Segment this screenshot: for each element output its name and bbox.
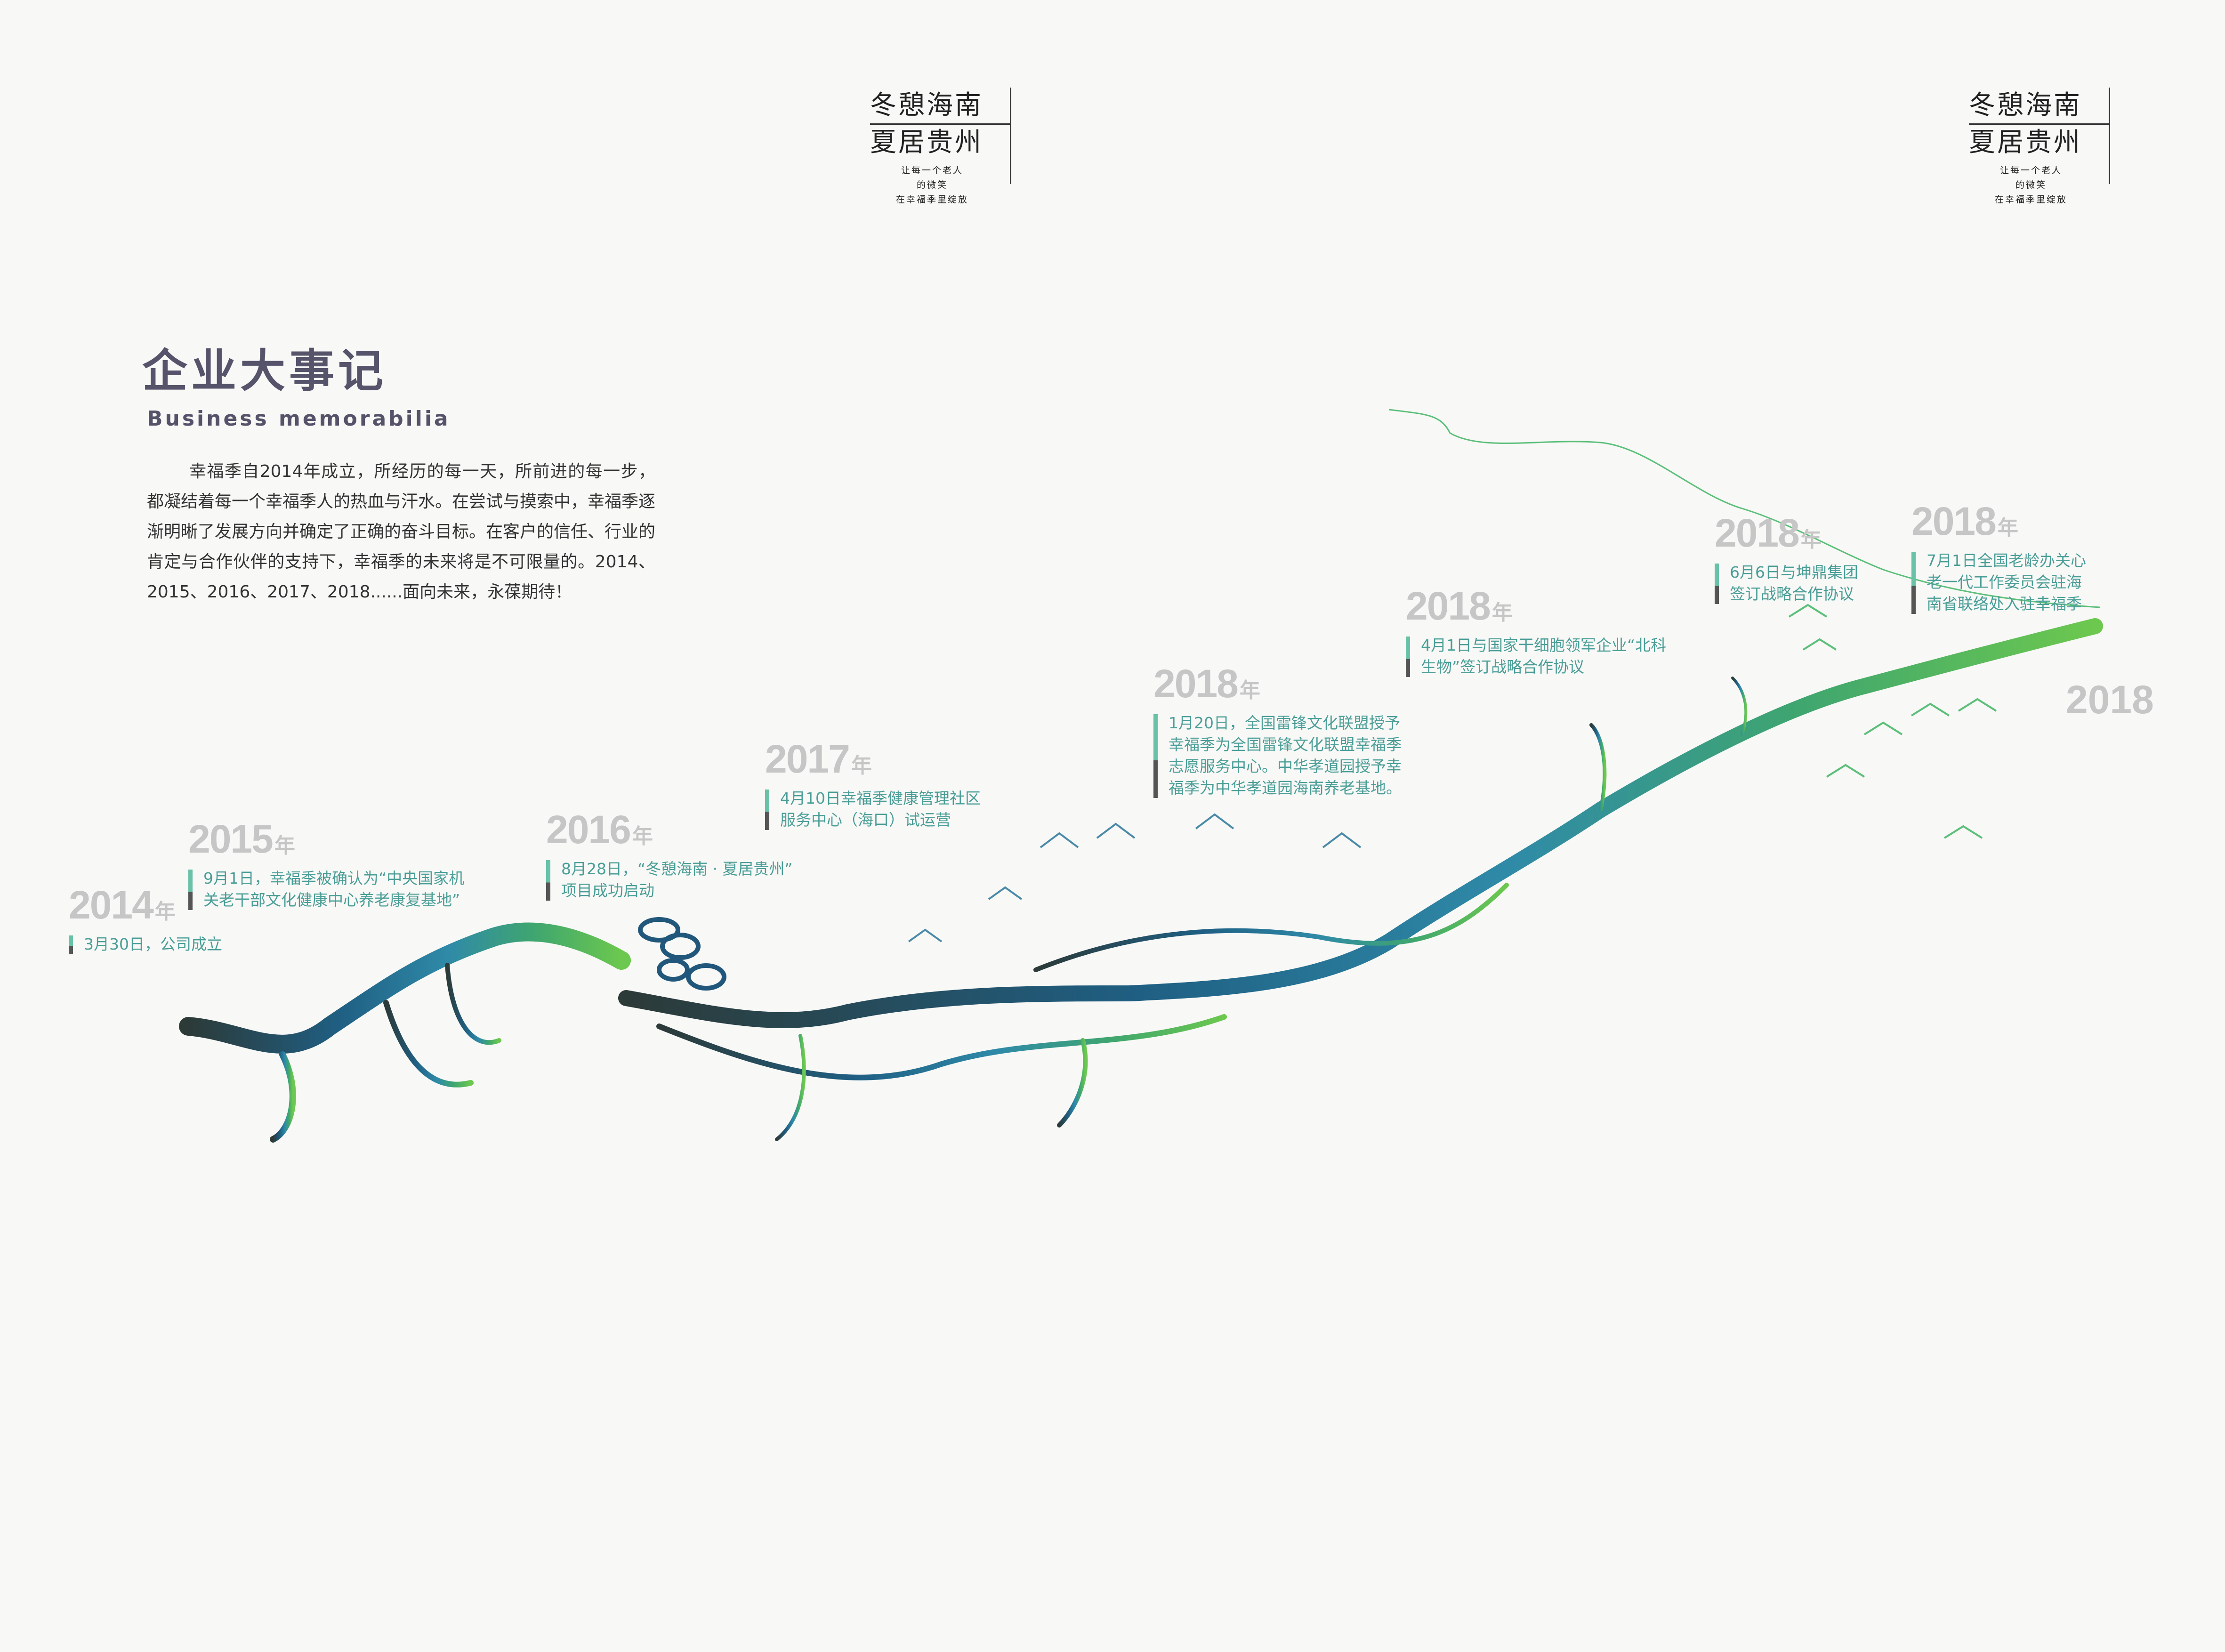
logo-line2: 夏居贵州 [870, 127, 983, 158]
event-description: 9月1日，幸福季被确认为“中央国家机关老干部文化健康中心养老康复基地” [188, 868, 464, 911]
event-marker [188, 870, 193, 910]
event-description: 8月28日，“冬憩海南 · 夏居贵州”项目成功启动 [546, 858, 793, 902]
timeline-event-2015: 2015年 9月1日，幸福季被确认为“中央国家机关老干部文化健康中心养老康复基地… [188, 819, 464, 911]
event-year: 2017年 [765, 737, 872, 781]
page-title: 企业大事记 [142, 345, 387, 397]
event-year: 2018年 [1406, 584, 1513, 628]
logo-slogan: 让每一个老人 的微笑 在幸福季里绽放 [895, 165, 968, 205]
logo-divider [2109, 88, 2110, 184]
event-marker [765, 790, 769, 830]
event-marker [1715, 564, 1719, 604]
timeline-event-2014: 2014年 3月30日，公司成立 [69, 885, 222, 955]
event-description: 1月20日，全国雷锋文化联盟授予幸福季为全国雷锋文化联盟幸福季 志愿服务中心。中… [1153, 712, 1402, 799]
brand-logo: 冬憩海南 夏居贵州 让每一个老人 的微笑 在幸福季里绽放 [1969, 88, 2110, 207]
timeline-event-2016: 2016年 8月28日，“冬憩海南 · 夏居贵州”项目成功启动 [546, 810, 793, 902]
event-description: 7月1日全国老龄办关心老一代工作委员会驻海南省联络处入驻幸福季 [1911, 550, 2086, 615]
page-subtitle: Business memorabilia [147, 407, 451, 431]
river-left-arm [179, 922, 631, 1054]
event-marker [69, 935, 73, 954]
event-marker [546, 860, 550, 901]
logo-divider [1010, 88, 1011, 184]
timeline-event-2018-b: 2018年 4月1日与国家干细胞领军企业“北科生物”签订战略合作协议 [1406, 586, 1666, 678]
logo-line1: 冬憩海南 [1969, 88, 2110, 125]
logo-line2: 夏居贵州 [1969, 127, 2082, 158]
brand-logo: 冬憩海南 夏居贵州 让每一个老人 的微笑 在幸福季里绽放 [870, 88, 1011, 207]
logo-slogan: 让每一个老人 的微笑 在幸福季里绽放 [1994, 165, 2067, 205]
event-marker [1911, 552, 1916, 614]
event-year: 2014年 [69, 883, 176, 927]
intro-paragraph: 幸福季自2014年成立，所经历的每一天，所前进的每一步，都凝结着每一个幸福季人的… [147, 462, 656, 602]
event-marker [1153, 714, 1158, 798]
event-year: 2018年 [1715, 511, 1822, 555]
event-year: 2018年 [1911, 499, 2018, 543]
thin-stream [1388, 409, 2100, 608]
timeline-event-2018-d: 2018年 7月1日全国老龄办关心老一代工作委员会驻海南省联络处入驻幸福季 [1911, 501, 2086, 615]
logo-line1: 冬憩海南 [870, 88, 1011, 125]
event-description: 3月30日，公司成立 [69, 934, 222, 955]
event-year: 2015年 [188, 817, 295, 861]
event-marker [1406, 637, 1410, 677]
timeline-event-2018-c: 2018年 6月6日与坤鼎集团签订战略合作协议 [1715, 513, 1858, 605]
event-year: 2016年 [546, 807, 653, 852]
event-description: 6月6日与坤鼎集团签订战略合作协议 [1715, 562, 1858, 605]
event-description: 4月1日与国家干细胞领军企业“北科生物”签订战略合作协议 [1406, 635, 1666, 678]
timeline-year-label: 2018 [2066, 677, 2154, 722]
event-year: 2018年 [1153, 661, 1260, 706]
timeline-event-2018-a: 2018年 1月20日，全国雷锋文化联盟授予幸福季为全国雷锋文化联盟幸福季 志愿… [1153, 664, 1402, 799]
timeline-event-2017: 2017年 4月10日幸福季健康管理社区服务中心（海口）试运营 [765, 739, 981, 831]
event-description: 4月10日幸福季健康管理社区服务中心（海口）试运营 [765, 788, 981, 831]
